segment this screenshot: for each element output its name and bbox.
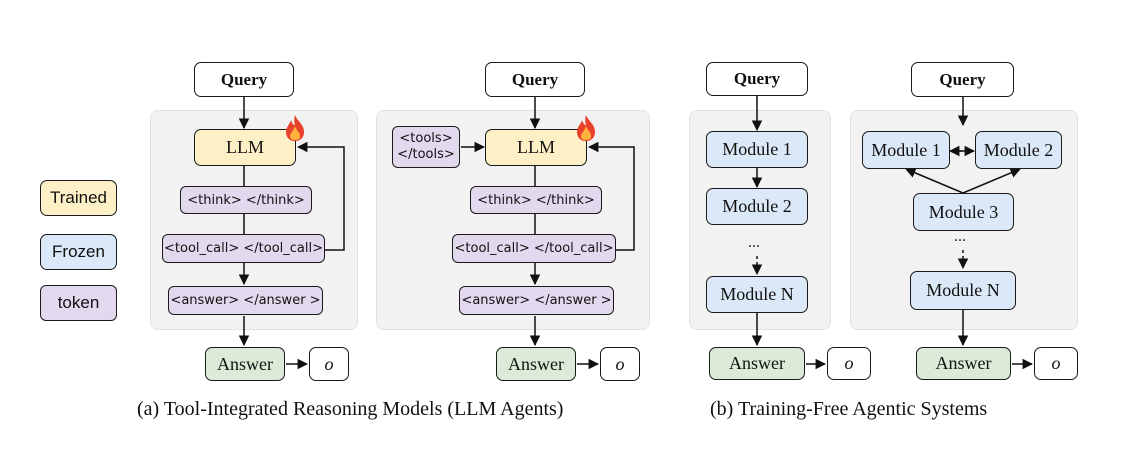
a2-output-box: o	[600, 347, 640, 381]
b1-module2-box: Module 2	[706, 188, 808, 225]
a2-llm-box: LLM	[485, 129, 587, 166]
b1-query-box: Query	[706, 62, 808, 96]
b1-output-box: o	[827, 347, 871, 380]
caption-a: (a) Tool-Integrated Reasoning Models (LL…	[137, 398, 564, 420]
fire-icon	[574, 114, 598, 147]
a2-query-box: Query	[485, 62, 585, 97]
b2-answer-box: Answer	[916, 347, 1011, 380]
b1-module1-box: Module 1	[706, 131, 808, 168]
b2-output-box: o	[1034, 347, 1078, 380]
caption-b: (b) Training-Free Agentic Systems	[710, 398, 988, 420]
a2-tools-close: </tools>	[397, 147, 455, 162]
a1-output-box: o	[309, 347, 349, 381]
fire-icon	[283, 114, 307, 147]
b2-ellipsis: ...	[954, 228, 966, 245]
a2-think-token: <think> </think>	[470, 186, 602, 214]
a1-answer-box: Answer	[205, 347, 285, 381]
a2-answer-box: Answer	[496, 347, 576, 381]
a1-query-box: Query	[194, 62, 294, 97]
b2-moduleN-box: Module N	[910, 271, 1016, 310]
a1-tool-call-token: <tool_call> </tool_call>	[162, 234, 325, 263]
a2-tools-token: <tools> </tools>	[392, 126, 460, 168]
a2-tool-call-token: <tool_call> </tool_call>	[452, 234, 616, 263]
a2-answer-token: <answer> </answer >	[459, 286, 614, 315]
b1-answer-box: Answer	[709, 347, 805, 380]
legend-trained: Trained	[40, 180, 117, 216]
b1-ellipsis: ...	[748, 234, 760, 251]
a2-tools-open: <tools>	[399, 131, 453, 147]
a1-answer-token: <answer> </answer >	[168, 286, 323, 315]
b2-module3-box: Module 3	[913, 193, 1014, 231]
a1-think-token: <think> </think>	[180, 186, 312, 214]
b2-query-box: Query	[911, 62, 1014, 97]
b1-moduleN-box: Module N	[706, 276, 808, 313]
b2-module1-box: Module 1	[862, 131, 950, 169]
a1-llm-box: LLM	[194, 129, 296, 166]
b2-module2-box: Module 2	[975, 131, 1062, 169]
legend-token: token	[40, 285, 117, 321]
legend-frozen: Frozen	[40, 234, 117, 270]
